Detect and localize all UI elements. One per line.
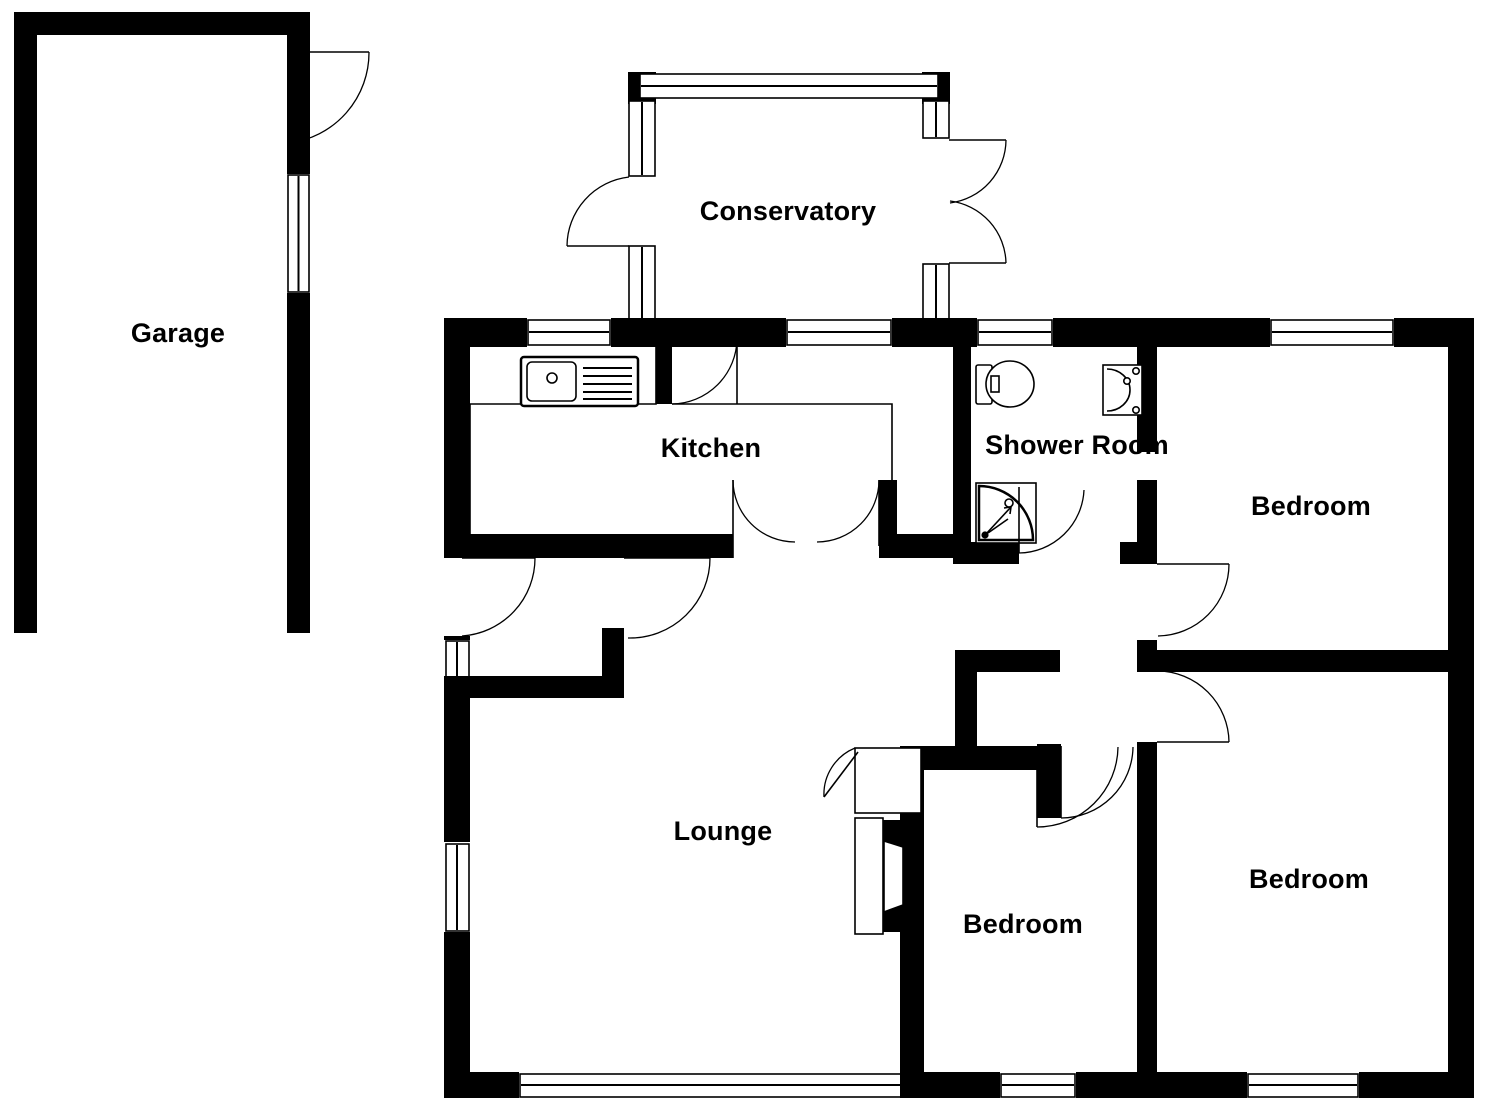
conservatory-window-right-upper <box>922 100 950 139</box>
wall-left-lounge-upper <box>444 636 470 642</box>
conservatory-structure <box>566 72 1007 325</box>
bottom-wall-windows <box>519 1072 1359 1098</box>
fireplace-door-swing <box>823 747 856 798</box>
door-shower-room[interactable] <box>1018 487 1085 554</box>
fireplace-opening <box>883 839 904 914</box>
wall-left-lounge-mid <box>444 692 470 844</box>
label-shower-room: Shower Room <box>985 430 1169 460</box>
label-bedroom-2: Bedroom <box>1249 864 1369 894</box>
door-lounge-right[interactable] <box>624 557 711 639</box>
wall-hall-shower <box>953 318 971 558</box>
kitchen-unit-outline <box>737 403 893 534</box>
conservatory-window-top <box>639 73 939 99</box>
garage-pedestrian-door[interactable] <box>287 51 370 144</box>
interior-doors <box>461 338 1230 828</box>
window-bedroom1-top <box>1270 318 1394 347</box>
door-bedroom2[interactable] <box>1157 670 1230 743</box>
wall-kitchen-bottom <box>444 534 733 558</box>
window-hall-top <box>786 318 892 347</box>
window-kitchen-top <box>527 318 611 347</box>
wc-toilet <box>975 360 1035 408</box>
left-wall-windows <box>444 640 470 932</box>
wall-shower-bottom <box>953 542 1019 564</box>
internal-walls <box>444 318 1474 1098</box>
window-bedroom2-bottom <box>1247 1072 1359 1098</box>
wall-bedroom3-top-shelf <box>900 746 1060 770</box>
door-bedroom3[interactable] <box>1060 746 1134 819</box>
door-kitchen-lounge-right[interactable] <box>816 479 880 546</box>
door-hall-cupboard[interactable] <box>1036 746 1119 828</box>
garage-window <box>287 174 310 293</box>
window-lounge-bottom <box>519 1072 904 1098</box>
label-bedroom-3: Bedroom <box>963 909 1083 939</box>
wall-bedroom3-door-jamb <box>1037 744 1061 818</box>
wall-left-kitchen <box>444 318 470 558</box>
room-labels: Garage Conservatory Kitchen Shower Room … <box>131 196 1371 939</box>
fireplace-surround <box>854 747 922 814</box>
wall-lounge-hall-vertical <box>602 628 624 678</box>
label-lounge: Lounge <box>674 816 773 846</box>
label-garage: Garage <box>131 318 225 348</box>
wall-shower-bottom-right <box>1120 542 1157 564</box>
wall-bedroom-hall-vertical-lower <box>1137 742 1157 1098</box>
wall-bedroom-hall-vertical-upper <box>1137 640 1157 672</box>
window-shower-top <box>977 318 1053 347</box>
wall-kitchen-hall <box>656 318 672 404</box>
window-lounge-left-lower <box>444 842 470 932</box>
fireplace-hearth <box>854 817 884 935</box>
wall-bedroom3-top <box>955 650 1060 672</box>
wall-right <box>1448 318 1474 1098</box>
door-kitchen-hall[interactable] <box>671 338 738 405</box>
wall-lounge-hall <box>444 676 624 698</box>
garage-structure <box>14 12 370 633</box>
wall-bedroom3-left-upper <box>955 650 977 756</box>
wall-shower-bedroom1-upper <box>1137 318 1157 452</box>
garage-right-wall-upper <box>287 12 310 52</box>
fireplace <box>823 747 923 935</box>
label-bedroom-1: Bedroom <box>1251 491 1371 521</box>
shower-room-fixtures <box>975 360 1143 544</box>
label-conservatory: Conservatory <box>700 196 876 226</box>
wall-left-lounge-lower <box>444 930 470 1098</box>
label-kitchen: Kitchen <box>661 433 761 463</box>
top-wall-windows <box>527 318 1394 347</box>
door-lounge-left[interactable] <box>461 557 536 637</box>
conservatory-window-left-upper <box>628 100 656 177</box>
kitchen-sink <box>519 355 640 408</box>
conservatory-door-left[interactable] <box>566 176 630 247</box>
garage-right-wall-mid <box>287 143 310 174</box>
conservatory-doors-right[interactable] <box>949 139 1007 264</box>
shower-tray <box>975 482 1037 544</box>
conservatory-window-left-lower <box>628 245 656 325</box>
garage-right-wall-lower <box>287 293 310 633</box>
door-bedroom1[interactable] <box>1157 563 1230 637</box>
kitchen-fixtures <box>469 318 893 534</box>
wall-bedroom1-bottom <box>1137 650 1474 672</box>
conservatory-window-right-lower <box>922 263 950 325</box>
door-kitchen-lounge-left[interactable] <box>732 479 796 558</box>
wc-basin <box>1102 364 1143 416</box>
window-bedroom3-bottom <box>1000 1072 1076 1098</box>
